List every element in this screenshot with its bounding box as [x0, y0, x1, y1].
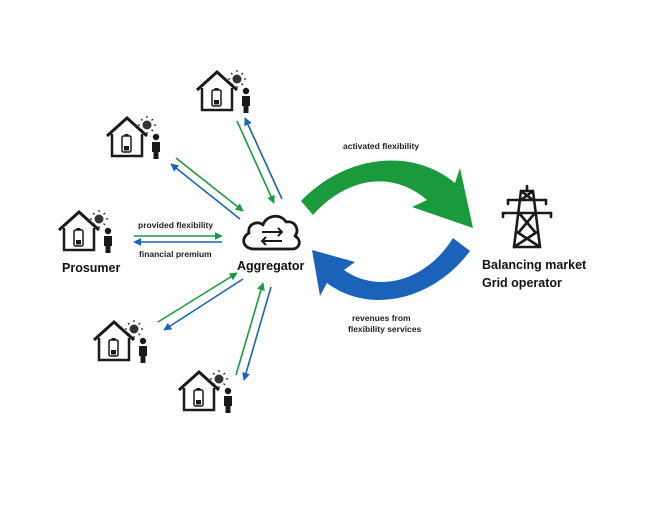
prosumer-house-icon: [177, 368, 234, 415]
flow-arrow-green: [175, 157, 244, 212]
prosumer-label: Prosumer: [62, 261, 120, 275]
flow-arrow-green: [157, 272, 238, 323]
activated-flexibility-label: activated flexibility: [343, 141, 419, 151]
flow-arrow-blue: [242, 286, 272, 381]
revenues-label-line2: flexibility services: [348, 324, 422, 334]
revenues-arrow: [312, 238, 470, 300]
prosumer-house-icon: [92, 318, 149, 365]
cloud-exchange-icon: [242, 214, 301, 251]
financial-premium-label: financial premium: [139, 249, 212, 259]
market-label-line1: Balancing market: [482, 258, 587, 272]
revenues-label-line1: revenues from: [352, 313, 411, 323]
prosumer-house-icon: [57, 208, 114, 255]
flow-arrow-green: [235, 282, 265, 376]
flow-arrow-blue: [163, 278, 244, 331]
flow-arrow-blue: [244, 117, 283, 200]
prosumer-arrows: [133, 117, 283, 381]
prosumer-house-icon: [105, 114, 162, 161]
aggregator-label: Aggregator: [237, 259, 305, 273]
flow-arrow-blue: [170, 163, 241, 220]
activated-flexibility-arrow: [301, 160, 473, 228]
market-label-line2: Grid operator: [482, 276, 562, 290]
power-pylon-icon: [501, 184, 553, 249]
prosumer-house-icon: [195, 68, 252, 115]
provided-flexibility-label: provided flexibility: [138, 220, 213, 230]
flow-arrow-green: [236, 120, 275, 204]
